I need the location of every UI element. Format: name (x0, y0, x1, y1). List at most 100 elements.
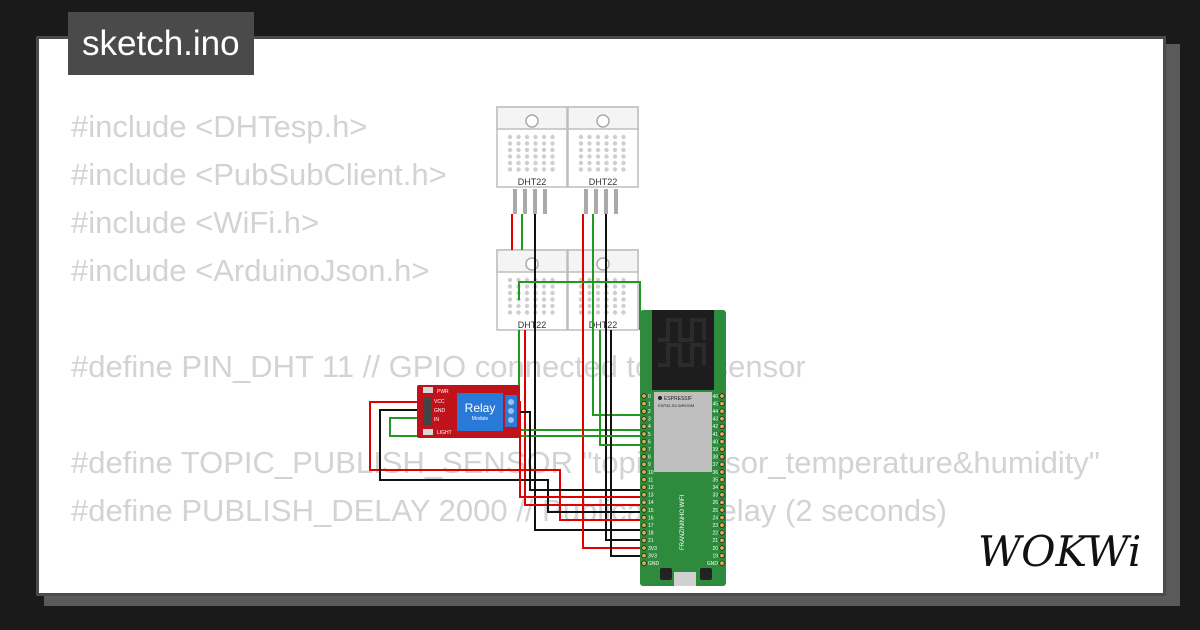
pin[interactable] (719, 507, 725, 513)
pin[interactable] (641, 499, 647, 506)
pin-label: 38 (712, 455, 718, 461)
pin-label: 13 (648, 493, 654, 499)
pin[interactable] (719, 446, 725, 452)
dht22-sensor-1[interactable]: DHT22 (496, 106, 568, 214)
pin[interactable] (641, 545, 647, 551)
pin-label: GND (707, 561, 719, 567)
pin-vcc: VCC (434, 399, 445, 405)
pin[interactable] (719, 545, 725, 551)
relay-label: Relay (465, 401, 496, 415)
pin[interactable] (719, 476, 725, 483)
pin-label: 35 (712, 477, 718, 483)
pin-label: 3V3 (648, 553, 657, 559)
pin-label: 6 (648, 439, 651, 445)
dht22-sensor-3[interactable]: DHT22 (496, 249, 568, 331)
sensor-label: DHT22 (589, 177, 618, 187)
pin[interactable] (641, 560, 647, 566)
pin[interactable] (719, 408, 725, 414)
pin-label: 23 (712, 523, 718, 529)
pin-label: 44 (712, 409, 718, 415)
pin-label: 21 (648, 538, 654, 544)
sensor-grille (507, 134, 555, 172)
pin[interactable] (641, 476, 647, 483)
pin[interactable] (719, 522, 725, 528)
file-name-tag: sketch.ino (68, 12, 254, 75)
pin-label: 40 (712, 439, 718, 445)
pin[interactable] (641, 416, 647, 422)
pin-label: 1 (648, 401, 651, 407)
pin[interactable] (719, 514, 725, 521)
pwr-led (423, 387, 433, 393)
brand-text: WOKWi (978, 528, 1141, 576)
relay-module[interactable]: PWR LIGHT VCC GND IN Relay Module (417, 385, 520, 438)
pin[interactable] (641, 461, 647, 468)
pin[interactable] (719, 400, 725, 407)
wokwi-logo: WOKWi (978, 528, 1141, 576)
pin-label: 21 (712, 538, 718, 544)
pin-label: 14 (648, 500, 654, 506)
pin[interactable] (719, 423, 725, 430)
pin[interactable] (641, 522, 647, 528)
pin-label: 12 (648, 485, 654, 491)
pin[interactable] (641, 393, 647, 399)
pin-label: 20 (712, 546, 718, 552)
boot-button[interactable] (660, 568, 672, 580)
pin-label: GND (648, 561, 660, 567)
pin-label: 0 (648, 394, 651, 400)
dht22-sensor-4[interactable]: DHT22 (567, 249, 639, 331)
pin[interactable] (719, 454, 725, 460)
pin-label: 33 (712, 493, 718, 499)
pin[interactable] (641, 537, 647, 544)
pin-label: 10 (648, 470, 654, 476)
pin-label: 36 (712, 470, 718, 476)
pin[interactable] (641, 431, 647, 437)
dht22-sensor-2[interactable]: DHT22 (567, 106, 639, 214)
pin-label: 3V3 (648, 546, 657, 552)
pin[interactable] (641, 400, 647, 407)
relay-sublabel: Module (472, 416, 489, 422)
pin[interactable] (719, 461, 725, 468)
pin[interactable] (641, 552, 647, 559)
pin[interactable] (719, 431, 725, 437)
pin[interactable] (719, 484, 725, 490)
pin[interactable] (719, 469, 725, 475)
pin[interactable] (719, 552, 725, 559)
pin[interactable] (641, 484, 647, 490)
pin[interactable] (719, 530, 725, 536)
wires (369, 214, 650, 557)
code-preview: #include <DHTesp.h>#include <PubSubClien… (71, 103, 1100, 593)
pin[interactable] (641, 438, 647, 445)
pin[interactable] (641, 408, 647, 414)
pin[interactable] (641, 514, 647, 521)
chip-shield (654, 392, 712, 472)
pin[interactable] (719, 499, 725, 506)
pin-label: 24 (712, 515, 718, 521)
sensor-grille (578, 134, 626, 172)
pin[interactable] (719, 438, 725, 445)
pin[interactable] (641, 492, 647, 498)
pin-label: 11 (648, 477, 653, 483)
pin-label: 4 (648, 424, 651, 430)
reset-button[interactable] (700, 568, 712, 580)
pin-label: 22 (712, 531, 718, 537)
pin[interactable] (641, 454, 647, 460)
pin[interactable] (719, 492, 725, 498)
sensor-label: DHT22 (518, 177, 547, 187)
pin[interactable] (641, 423, 647, 430)
pin-label: 18 (648, 531, 654, 537)
right-pin-header: 4645444342414039383736353433262524232221… (707, 393, 725, 567)
pin[interactable] (641, 446, 647, 452)
pin[interactable] (719, 537, 725, 544)
pin[interactable] (641, 530, 647, 536)
pin-label: 25 (712, 508, 718, 514)
esp32-board[interactable]: ESPRESSIF ESP32-S2-WROOM 012345678910111… (640, 310, 726, 586)
pin[interactable] (719, 560, 725, 566)
pin[interactable] (641, 469, 647, 475)
pin[interactable] (719, 393, 725, 399)
pin[interactable] (719, 416, 725, 422)
pwr-led-label: PWR (437, 389, 449, 395)
pin-label: 5 (648, 432, 651, 438)
pin[interactable] (641, 507, 647, 513)
code-line: // Define WiFi and MQTT broker details (71, 583, 1100, 593)
